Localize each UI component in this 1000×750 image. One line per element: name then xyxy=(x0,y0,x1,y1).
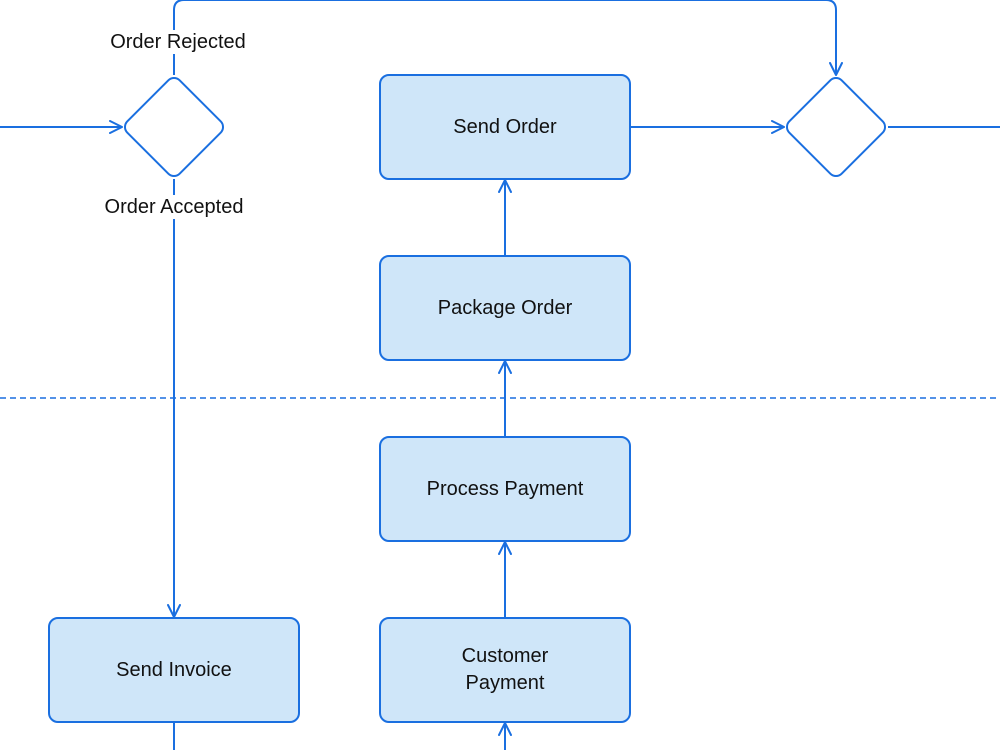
task-package-order-label: Package Order xyxy=(437,296,573,319)
task-customer-payment-label: Customer Payment xyxy=(461,645,549,694)
task-package-order[interactable]: Package Order xyxy=(379,255,631,361)
decision-gateway[interactable] xyxy=(122,75,227,180)
task-send-order[interactable]: Send Order xyxy=(379,74,631,180)
label-order-rejected: Order Rejected xyxy=(107,30,249,54)
task-send-order-label: Send Order xyxy=(453,115,557,138)
task-send-invoice[interactable]: Send Invoice xyxy=(48,617,300,723)
label-order-accepted: Order Accepted xyxy=(101,195,247,219)
merge-gateway[interactable] xyxy=(784,75,889,180)
task-send-invoice-label: Send Invoice xyxy=(116,658,232,681)
task-customer-payment[interactable]: Customer Payment xyxy=(379,617,631,723)
task-process-payment-label: Process Payment xyxy=(426,477,584,500)
task-process-payment[interactable]: Process Payment xyxy=(379,436,631,542)
flow-order-rejected[interactable] xyxy=(173,0,843,76)
